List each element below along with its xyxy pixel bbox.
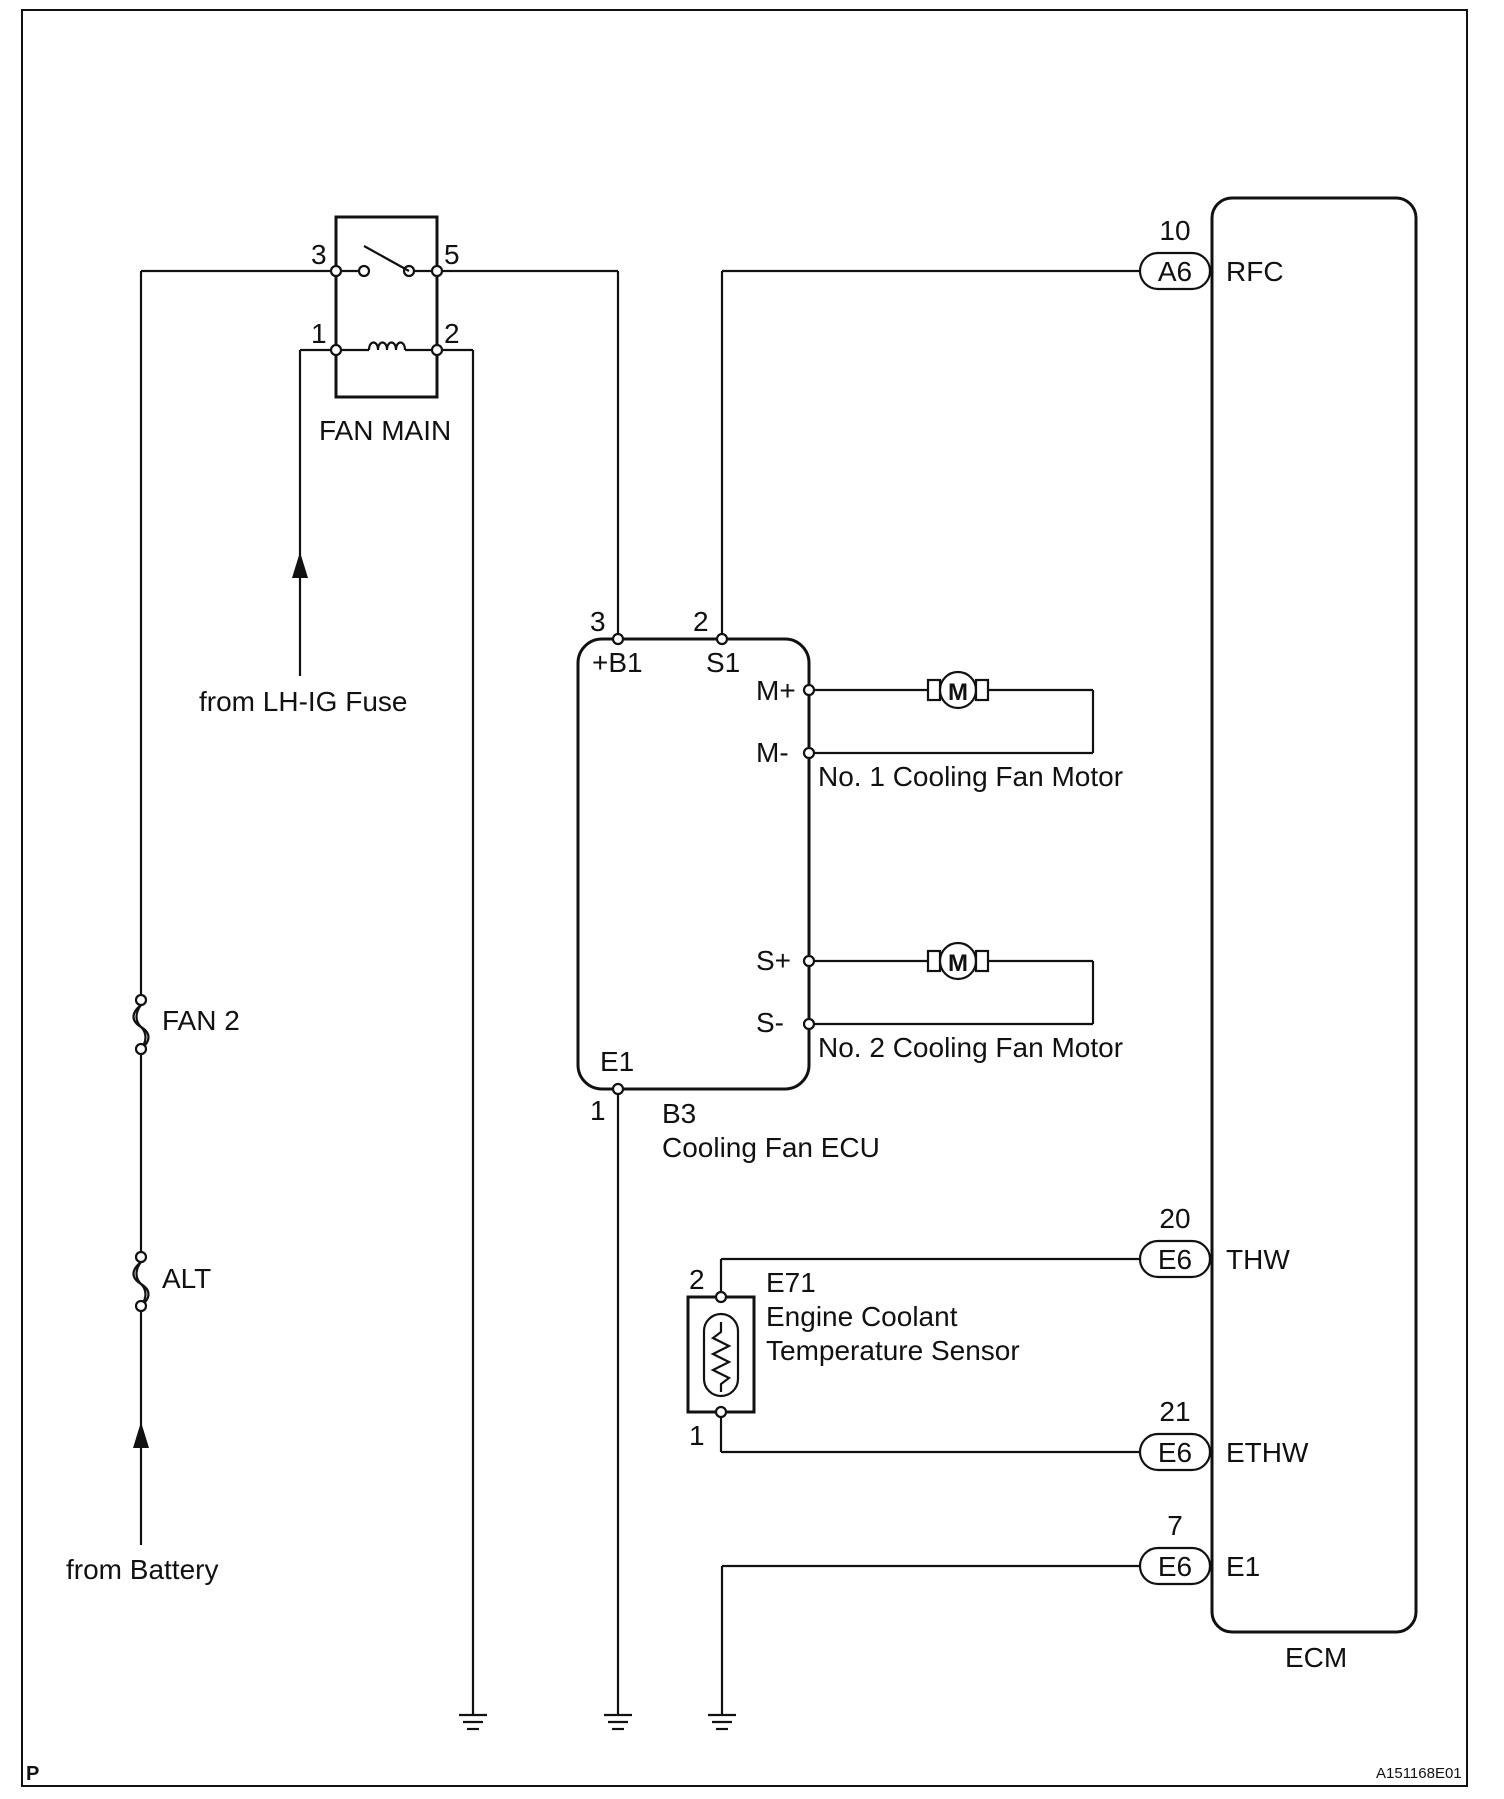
- ecu-pin-e1-label: E1: [600, 1046, 634, 1077]
- ecm-rfc-signal: RFC: [1226, 256, 1284, 287]
- relay-terminal-2: [430, 343, 444, 357]
- ecu-pin-s1-number: 2: [693, 606, 709, 637]
- sensor-name-line1: Engine Coolant: [766, 1301, 958, 1332]
- ecu-pin-sp-label: S+: [756, 945, 791, 976]
- ecu-box: [576, 637, 811, 1091]
- ecm-e1-connector: E6: [1158, 1551, 1192, 1582]
- from-lhig-label: from LH-IG Fuse: [199, 686, 407, 717]
- cooling-fan-motor-2: M No. 2 Cooling Fan Motor: [814, 941, 1123, 1063]
- ecm-e1-pin: 7: [1167, 1510, 1183, 1541]
- ecu-pin-s1-label: S1: [706, 647, 740, 678]
- ecm-thw-connector: E6: [1158, 1244, 1192, 1275]
- relay-terminal-5: [430, 264, 444, 278]
- cooling-fan-motor-1: M No. 1 Cooling Fan Motor: [814, 670, 1123, 792]
- ecm-thw-pin: 20: [1159, 1203, 1190, 1234]
- ecu-code: B3: [662, 1098, 696, 1129]
- ecm-rfc-pin: 10: [1159, 215, 1190, 246]
- lhig-feed: from LH-IG Fuse: [199, 348, 407, 717]
- sensor-pin-1: 1: [689, 1420, 705, 1451]
- ecu-pin-b1-number: 3: [590, 606, 606, 637]
- diagram-frame: [21, 9, 1468, 1787]
- ecm-box: [1210, 196, 1418, 1634]
- relay-terminal-3: [329, 264, 343, 278]
- ecu-terminal-b1: [611, 632, 625, 646]
- ecu-pin-mm-label: M-: [756, 737, 789, 768]
- ecm-connector-rfc: [1138, 251, 1212, 291]
- corner-mark: P: [26, 1763, 39, 1785]
- ecu-terminal-mp: [802, 683, 816, 697]
- ecu-terminal-sp: [802, 954, 816, 968]
- s1-to-rfc-wire: [720, 269, 1140, 634]
- sensor-pin-2: 2: [689, 1264, 705, 1295]
- ecu-terminal-s1: [715, 632, 729, 646]
- sensor-terminal-2: [714, 1290, 728, 1304]
- ecu-pin-e1-number: 1: [590, 1095, 606, 1126]
- sensor-code: E71: [766, 1267, 816, 1298]
- fuse-fan2-label: FAN 2: [162, 1005, 240, 1036]
- coolant-temp-sensor: 2 1 E71 Engine Coolant Temperature Senso…: [686, 1264, 1020, 1451]
- sensor-name-line2: Temperature Sensor: [766, 1335, 1020, 1366]
- lhig-arrow-icon: [292, 552, 308, 578]
- sensor-thermistor-icon: [702, 1312, 740, 1398]
- relay-switch-blade: [363, 245, 410, 272]
- ecm-name: ECM: [1285, 1642, 1347, 1673]
- ecu-ground-wire: [604, 1094, 632, 1731]
- ecu-terminal-mm: [802, 746, 816, 760]
- relay-pin-2: 2: [444, 318, 460, 349]
- sensor-to-ecm-wires: [719, 1257, 1140, 1454]
- ecm-ethw-signal: ETHW: [1226, 1437, 1309, 1468]
- relay-ground-wire: [442, 348, 487, 1731]
- ecu-pin-b1-label: +B1: [592, 647, 643, 678]
- motor-2-label: No. 2 Cooling Fan Motor: [818, 1032, 1123, 1063]
- fuse-alt-label: ALT: [162, 1263, 211, 1294]
- ecm-ethw-pin: 21: [1159, 1396, 1190, 1427]
- ecm-ground-wire: [708, 1564, 1140, 1731]
- motor-1-symbol: M: [948, 679, 968, 706]
- figure-id: A151168E01: [1376, 1765, 1462, 1782]
- fan-main-relay: 3 5 1 2 FAN MAIN: [311, 215, 460, 446]
- ecu-terminal-sm: [802, 1017, 816, 1031]
- relay-coil: [367, 341, 407, 351]
- relay-pin-5: 5: [444, 239, 460, 270]
- relay-to-ecu-wire: [442, 269, 620, 634]
- relay-pin-3: 3: [311, 239, 327, 270]
- ecu-pin-sm-label: S-: [756, 1007, 784, 1038]
- ecu-name: Cooling Fan ECU: [662, 1132, 880, 1163]
- ecm-ethw-connector: E6: [1158, 1437, 1192, 1468]
- relay-box: [334, 215, 439, 399]
- relay-name: FAN MAIN: [319, 415, 451, 446]
- battery-feed: FAN 2 ALT from Battery: [66, 269, 331, 1585]
- motor-2-symbol: M: [948, 950, 968, 977]
- ecm: ECM A6 10 RFC E6 20 THW E6 21 ETHW E6 7 …: [1138, 196, 1418, 1673]
- sensor-terminal-1: [714, 1405, 728, 1419]
- ecu-terminal-e1: [611, 1082, 625, 1096]
- battery-arrow-icon: [133, 1422, 149, 1448]
- relay-terminal-1: [329, 343, 343, 357]
- ecu-pin-mp-label: M+: [756, 675, 796, 706]
- motor-1-label: No. 1 Cooling Fan Motor: [818, 761, 1123, 792]
- relay-pin-1: 1: [311, 318, 327, 349]
- ecm-e1-signal: E1: [1226, 1551, 1260, 1582]
- ecm-rfc-connector: A6: [1158, 256, 1192, 287]
- cooling-fan-ecu: 3 +B1 2 S1 M+ M- S+ S- E1 1 B3 Cooling F…: [576, 606, 880, 1163]
- ecm-thw-signal: THW: [1226, 1244, 1290, 1275]
- from-battery-label: from Battery: [66, 1554, 218, 1585]
